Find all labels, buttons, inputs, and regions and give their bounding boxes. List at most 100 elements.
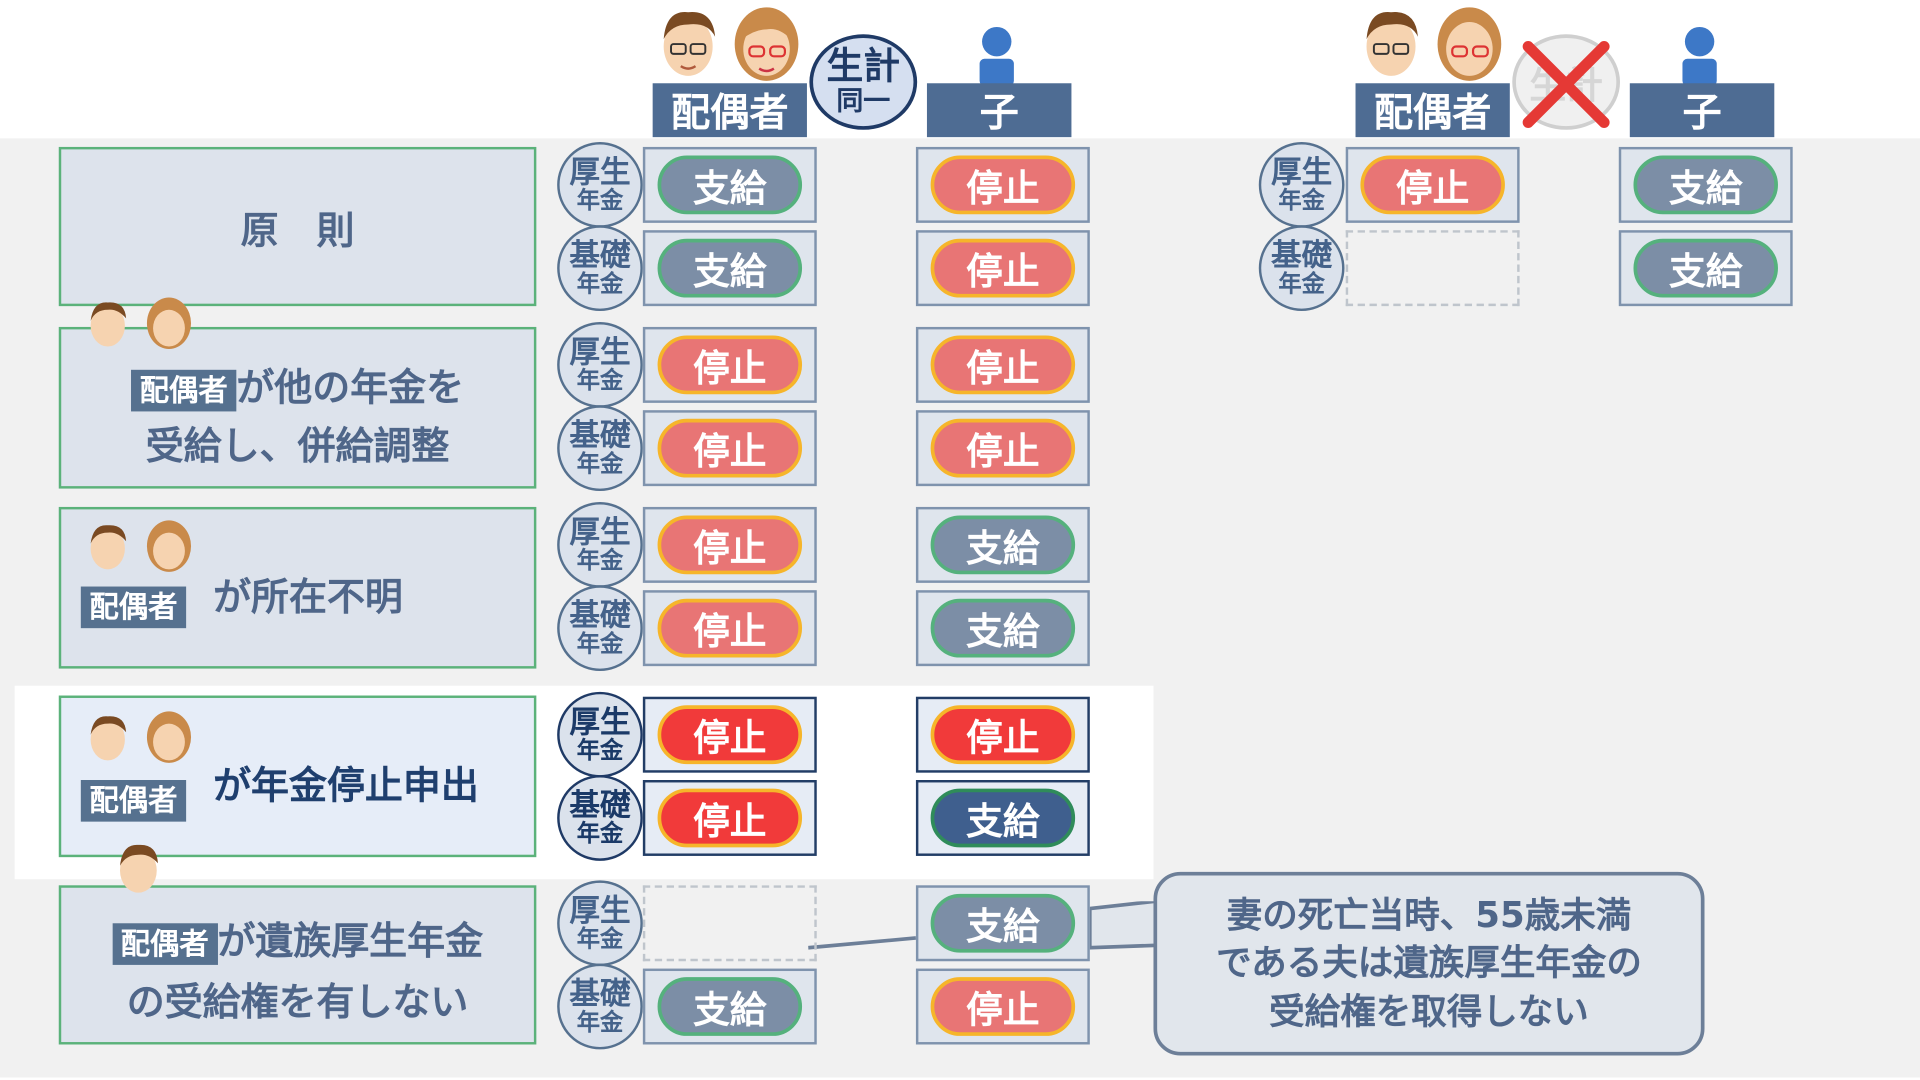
kiso-nenkin-badge: 基礎年金 bbox=[557, 585, 643, 672]
stop-status-pill: 停止 bbox=[930, 977, 1076, 1036]
row5-line1: 配偶者が遺族厚生年金 bbox=[61, 910, 534, 965]
pension-type-top: 基礎 bbox=[569, 237, 631, 274]
woman-face-icon bbox=[734, 7, 799, 81]
pension-type-bottom: 年金 bbox=[576, 925, 624, 953]
pension-type-top: 厚生 bbox=[569, 154, 631, 190]
child-column-header: 子 bbox=[926, 83, 1072, 138]
pension-type-top: 厚生 bbox=[569, 892, 631, 929]
row5-text-b: の受給権を有しない bbox=[126, 980, 469, 1025]
stop-status-pill: 停止 bbox=[657, 598, 803, 658]
row-stop-request-label: 配偶者 が年金停止申出 bbox=[58, 695, 537, 858]
kousei-nenkin-badge: 厚生年金 bbox=[557, 880, 643, 967]
pension-type-top: 厚生 bbox=[569, 334, 631, 370]
pay-status-pill: 支給 bbox=[930, 893, 1076, 953]
spouse-cell-row4-kousei: 停止 bbox=[642, 696, 817, 773]
pension-type-bottom: 年金 bbox=[576, 270, 624, 298]
pension-type-bottom: 年金 bbox=[576, 820, 624, 848]
couple-small-icon bbox=[90, 520, 192, 572]
row4-text-a: が年金停止申出 bbox=[213, 764, 479, 809]
spouse-cell-row3-kousei: 停止 bbox=[642, 506, 817, 583]
pension-type-top: 基礎 bbox=[1271, 237, 1333, 274]
spouse-column-header: 配偶者 bbox=[652, 83, 807, 138]
spouse-tag: 配偶者 bbox=[131, 369, 237, 412]
stop-status-pill: 停止 bbox=[930, 705, 1076, 765]
row-no-right-label: 配偶者が遺族厚生年金 の受給権を有しない bbox=[58, 885, 537, 1045]
pension-type-bottom: 年金 bbox=[576, 630, 624, 658]
couple-small-icon bbox=[90, 297, 192, 349]
row2-text-b: 受給し、併給調整 bbox=[145, 424, 450, 469]
child-cell-row4-kousei: 停止 bbox=[915, 696, 1090, 773]
row2-text-a: が他の年金を bbox=[236, 366, 465, 411]
pension-type-top: 基礎 bbox=[569, 597, 631, 634]
spouse-cell-row2-kousei: 停止 bbox=[642, 326, 817, 403]
pay-status-pill: 支給 bbox=[1633, 238, 1778, 298]
kousei-nenkin-badge: 厚生年金 bbox=[557, 322, 643, 408]
spouse-tag: 配偶者 bbox=[112, 923, 218, 965]
couple-icon bbox=[663, 7, 799, 81]
callout-box: 妻の死亡当時、55歳未満 である夫は遺族厚生年金の 受給権を取得しない bbox=[1153, 871, 1705, 1056]
man-small-icon bbox=[120, 844, 158, 893]
child-cell-row4-kiso: 支給 bbox=[915, 780, 1090, 856]
pay-status-pill: 支給 bbox=[930, 788, 1076, 848]
row4-line: 配偶者 bbox=[80, 776, 187, 822]
kiso-nenkin-badge: 基礎年金 bbox=[557, 775, 643, 861]
pension-type-bottom: 年金 bbox=[576, 450, 624, 478]
spouse-cell-row5-kousei bbox=[642, 885, 817, 962]
spouse-cell-row5-kiso: 支給 bbox=[642, 968, 817, 1045]
stop-status-pill: 停止 bbox=[930, 155, 1076, 215]
principle-text: 原 則 bbox=[240, 208, 355, 253]
child-cell-row1-kiso: 停止 bbox=[915, 230, 1090, 307]
stop-status-pill: 停止 bbox=[657, 418, 803, 478]
pension-type-bottom: 年金 bbox=[576, 547, 624, 575]
child-cell-row2-kiso: 停止 bbox=[915, 410, 1090, 487]
pension-type-top: 厚生 bbox=[569, 704, 631, 740]
pay-status-pill: 支給 bbox=[930, 515, 1076, 575]
kousei-nenkin-badge: 厚生年金 bbox=[557, 142, 643, 228]
row3-text-a: が所在不明 bbox=[213, 575, 403, 620]
cross-mark-icon bbox=[1522, 41, 1610, 128]
same-household-bottom: 同一 bbox=[836, 86, 891, 117]
pension-type-bottom: 年金 bbox=[576, 367, 624, 395]
child-cell-row5-kiso: 停止 bbox=[915, 968, 1090, 1045]
pay-status-pill: 支給 bbox=[657, 977, 803, 1036]
stop-status-pill: 停止 bbox=[930, 335, 1076, 395]
pension-type-bottom: 年金 bbox=[1278, 187, 1325, 215]
spouse-cell-row4-kiso: 停止 bbox=[642, 780, 817, 856]
stop-status-pill: 停止 bbox=[657, 705, 803, 765]
kiso-nenkin-badge: 基礎年金 bbox=[1258, 225, 1345, 312]
pension-type-bottom: 年金 bbox=[576, 737, 624, 765]
man-face-icon bbox=[663, 12, 716, 76]
stop-status-pill: 停止 bbox=[657, 335, 803, 395]
callout-pointer bbox=[808, 901, 1158, 950]
stop-status-pill: 停止 bbox=[930, 418, 1076, 478]
spouse-tag: 配偶者 bbox=[80, 780, 187, 822]
pension-type-top: 厚生 bbox=[569, 514, 631, 550]
right-spouse-column-header: 配偶者 bbox=[1355, 83, 1510, 138]
man-face-icon bbox=[1366, 12, 1418, 76]
pension-type-top: 厚生 bbox=[1271, 154, 1333, 190]
row2-line1: 配偶者が他の年金を bbox=[61, 356, 534, 412]
right-spouse-cell-kousei: 停止 bbox=[1345, 146, 1520, 223]
kousei-nenkin-badge: 厚生年金 bbox=[1258, 142, 1345, 228]
spouse-cell-row3-kiso: 停止 bbox=[642, 590, 817, 667]
row3-line: 配偶者 bbox=[80, 583, 187, 629]
pension-type-bottom: 年金 bbox=[576, 1008, 624, 1036]
same-household-badge: 生計 同一 bbox=[809, 34, 918, 130]
right-child-cell-kousei: 支給 bbox=[1618, 146, 1793, 223]
callout-line3: 受給権を取得しない bbox=[1269, 990, 1589, 1032]
kousei-nenkin-badge: 厚生年金 bbox=[557, 502, 643, 588]
pension-type-top: 基礎 bbox=[569, 787, 631, 823]
kiso-nenkin-badge: 基礎年金 bbox=[557, 225, 643, 312]
pay-status-pill: 支給 bbox=[1633, 155, 1778, 215]
spouse-cell-row1-kiso: 支給 bbox=[642, 230, 817, 307]
child-cell-row1-kousei: 停止 bbox=[915, 146, 1090, 223]
kousei-nenkin-badge: 厚生年金 bbox=[557, 691, 643, 778]
right-child-cell-kiso: 支給 bbox=[1618, 230, 1793, 307]
pension-type-bottom: 年金 bbox=[1278, 270, 1325, 298]
callout-line1: 妻の死亡当時、55歳未満 bbox=[1226, 894, 1632, 936]
woman-face-icon bbox=[1437, 7, 1502, 81]
kiso-nenkin-badge: 基礎年金 bbox=[557, 963, 643, 1050]
couple-small-icon bbox=[90, 711, 192, 763]
pension-type-top: 基礎 bbox=[569, 417, 631, 454]
